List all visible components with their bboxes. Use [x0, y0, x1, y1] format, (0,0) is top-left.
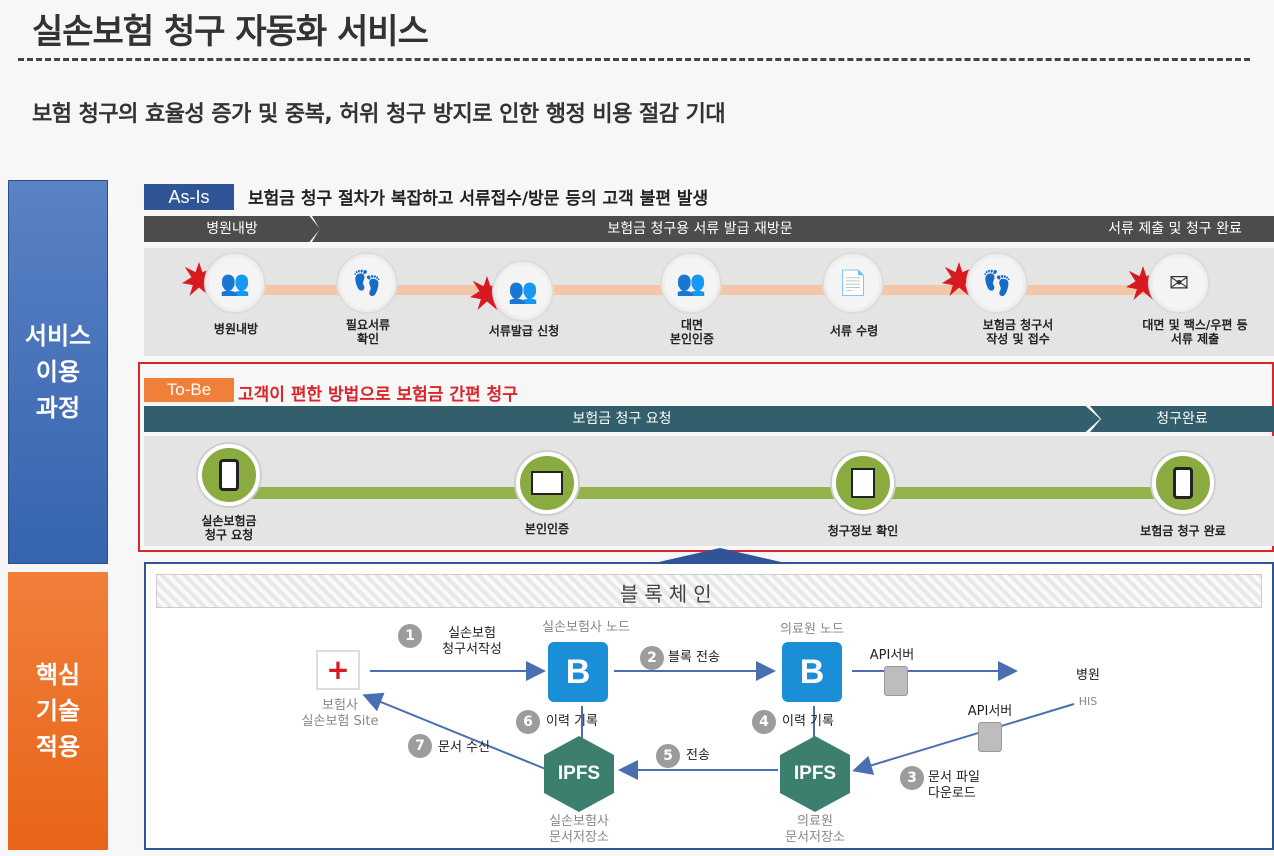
service-label-line-1: 서비스: [24, 322, 92, 350]
tobe-tag: To-Be: [144, 378, 234, 402]
title-divider: [18, 58, 1250, 61]
tech-arrows: [362, 661, 1075, 780]
hospital-blockchain-node: B: [782, 642, 842, 702]
tobe-heading: 고객이 편한 방법으로 보험금 간편 청구: [238, 385, 518, 405]
tech-label-line-3: 적용: [35, 733, 81, 761]
hospital-node-label: 의료원 노드: [780, 622, 844, 637]
document-icon: [832, 452, 894, 514]
step-4-label: 이력 기록: [782, 714, 834, 729]
hospital-cross-icon: +: [316, 650, 360, 690]
hospital-ipfs-node: IPFS: [780, 736, 850, 812]
blockchain-label: 블록체인: [620, 582, 718, 606]
smartphone-icon: [1152, 452, 1214, 514]
step-5-label: 전송: [686, 748, 710, 763]
step-3-badge: 3: [900, 766, 924, 790]
insurer-blockchain-node: B: [548, 642, 608, 702]
tobe-flow-line: [230, 487, 1190, 499]
service-process-label: 서비스 이용 과정: [8, 180, 108, 564]
asis-step-1-label: 병원내방: [213, 322, 259, 336]
people-icon: 👥: [662, 254, 720, 312]
asis-step-3-label: 서류발급 신청: [488, 324, 560, 338]
step-7-badge: 7: [408, 734, 432, 758]
tobe-phase-2: 청구완료: [1090, 406, 1274, 432]
tobe-step-2-label: 본인인증: [524, 522, 570, 536]
blockchain-bar: [156, 574, 1262, 608]
service-label-line-3: 과정: [35, 394, 81, 422]
asis-tag: As-Is: [144, 184, 234, 210]
step-6-label: 이력 기록: [546, 714, 598, 729]
document-icon: 📄: [824, 254, 882, 312]
tobe-phase-1: 보험금 청구 요청: [144, 406, 1100, 432]
step-2-badge: 2: [640, 646, 664, 670]
step-4-badge: 4: [752, 710, 776, 734]
page-subtitle: 보험 청구의 효율성 증가 및 중복, 허위 청구 방지로 인한 행정 비용 절…: [32, 102, 726, 127]
asis-phase-2: 보험금 청구용 서류 발급 재방문: [312, 216, 1088, 242]
step-2-label: 블록 전송: [668, 650, 720, 665]
service-label-line-2: 이용: [35, 358, 81, 386]
api-server-1-label: API서버: [869, 648, 915, 663]
mail-icon: ✉: [1150, 254, 1208, 312]
step-6-badge: 6: [516, 710, 540, 734]
insurer-ipfs-node: IPFS: [544, 736, 614, 812]
tobe-step-3-label: 청구정보 확인: [827, 524, 899, 538]
asis-heading: 보험금 청구 절차가 복잡하고 서류접수/방문 등의 고객 불편 발생: [248, 189, 709, 209]
core-tech-label: 핵심 기술 적용: [8, 572, 108, 850]
hospital-label: 병원: [1076, 668, 1100, 683]
page-title: 실손보험 청구 자동화 서비스: [32, 12, 429, 52]
step-5-badge: 5: [656, 744, 680, 768]
server-icon: [978, 722, 1002, 752]
asis-phase-3: 서류 제출 및 청구 완료: [1076, 216, 1274, 242]
tech-label-line-1: 핵심: [35, 661, 81, 689]
asis-phase-1: 병원내방: [144, 216, 320, 242]
tech-label-line-2: 기술: [35, 697, 81, 725]
footsteps-phone-icon: 👣: [338, 254, 396, 312]
smartphone-icon: [198, 444, 260, 506]
step-1-badge: 1: [398, 624, 422, 648]
step-7-label: 문서 수신: [438, 740, 490, 755]
tobe-step-4-label: 보험금 청구 완료: [1140, 524, 1226, 538]
up-arrow-icon: [650, 548, 790, 564]
his-label: HIS: [1078, 695, 1098, 708]
server-icon: [884, 666, 908, 696]
insurer-node-label: 실손보험사 노드: [542, 620, 630, 635]
footsteps-phone-icon: 👣: [968, 254, 1026, 312]
id-card-icon: [516, 452, 578, 514]
people-icon: 👥: [494, 262, 552, 320]
person-icon: 👥: [206, 254, 264, 312]
asis-step-5-label: 서류 수령: [829, 324, 879, 338]
api-server-2-label: API서버: [967, 704, 1013, 719]
